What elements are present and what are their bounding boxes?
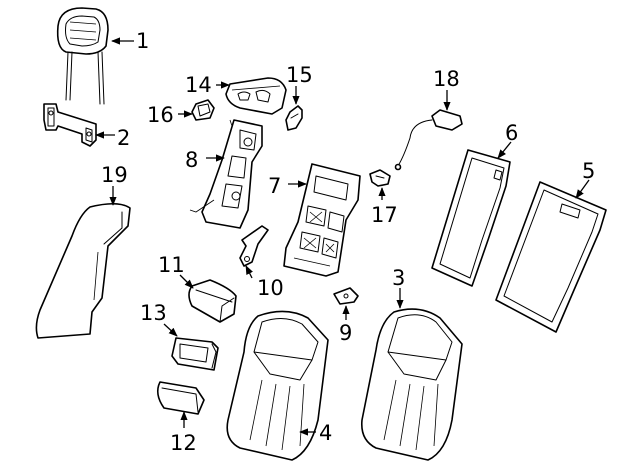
callout-1: 1: [136, 29, 149, 53]
callout-12: 12: [170, 431, 197, 455]
small-bracket-part: 15: [285, 63, 313, 131]
callout-14: 14: [185, 73, 212, 97]
callout-10: 10: [257, 276, 284, 300]
clip-cap-part: 16: [147, 99, 215, 127]
callout-8: 8: [185, 148, 198, 172]
hinge-bracket-part: 10: [239, 225, 284, 300]
armrest-trim-cover-part: 14: [185, 73, 287, 115]
seatback-frame-left-part: 8: [185, 119, 263, 229]
release-cable-part: 18: [394, 67, 463, 171]
callout-17: 17: [371, 203, 398, 227]
callout-3: 3: [392, 266, 405, 290]
side-bolster-part: 19: [35, 163, 131, 339]
seatback-cushion-right-part: 3: [360, 266, 463, 461]
latch-plate-part: 9: [333, 287, 359, 345]
armrest-end-cap-part: 12: [156, 381, 205, 455]
headrest-part: 1: [56, 7, 149, 105]
callout-7: 7: [268, 174, 281, 198]
back-cover-panel-part: 5: [495, 159, 607, 333]
callout-9: 9: [339, 321, 352, 345]
callout-16: 16: [147, 103, 174, 127]
armrest-pad-part: 11: [158, 253, 237, 323]
lock-clip-part: 17: [369, 169, 398, 227]
callout-4: 4: [319, 421, 332, 445]
seatback-cushion-left-part: 4: [226, 310, 332, 461]
callout-11: 11: [158, 253, 185, 277]
callout-5: 5: [582, 159, 595, 183]
callout-15: 15: [286, 63, 313, 87]
callout-19: 19: [101, 163, 128, 187]
seatback-frame-center-part: 7: [268, 163, 361, 277]
headrest-guide-bracket-part: 2: [43, 103, 130, 150]
callout-18: 18: [433, 67, 460, 91]
cup-holder-insert-part: 13: [140, 301, 219, 371]
callout-13: 13: [140, 301, 167, 325]
seatback-panel-part: 6: [431, 121, 518, 287]
callout-6: 6: [505, 121, 518, 145]
callout-2: 2: [117, 126, 130, 150]
